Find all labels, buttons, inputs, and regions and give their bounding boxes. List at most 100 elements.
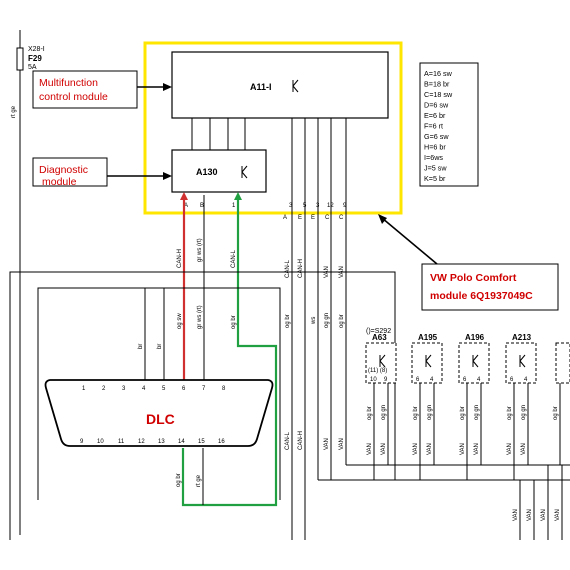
subnet-pin: 10 [370, 377, 377, 383]
legend-item: A=16 sw [424, 69, 453, 78]
svg-text:8: 8 [222, 386, 226, 392]
svg-text:1: 1 [82, 386, 86, 392]
svg-text:10: 10 [97, 439, 104, 445]
a11-a130-bus [191, 118, 246, 150]
subnet-pin: 4 [524, 377, 528, 383]
wire-label: og gn [474, 405, 480, 420]
subnet-module-label: A63 [372, 333, 387, 342]
svg-text:module 6Q1937049C: module 6Q1937049C [430, 290, 533, 302]
wire-label: VAN [413, 443, 419, 455]
subnet-pin: 4 [477, 377, 481, 383]
wire-label: VAN [527, 509, 533, 521]
callout-comfort-module: VW Polo Comfort module 6Q1937049C [378, 214, 559, 311]
svg-text:12: 12 [138, 439, 145, 445]
module-a11-label: A11-I [250, 82, 272, 92]
wire-label: VAN [367, 443, 373, 455]
svg-text:module: module [42, 176, 77, 188]
legend-item: B=18 br [424, 80, 450, 89]
subnet-pin: 9 [384, 377, 388, 383]
svg-text:4: 4 [142, 386, 146, 392]
harness-frame [37, 287, 281, 500]
subnet-pin: 6 [463, 377, 467, 383]
wire-label: og br [413, 406, 419, 420]
wire-label: og br [285, 314, 291, 328]
legend-item: J=5 sw [424, 164, 447, 173]
wire-label: og gn [381, 405, 387, 420]
a11-output-wires [291, 118, 347, 540]
module-a130-label: A130 [196, 167, 218, 177]
svg-text:A: A [283, 215, 287, 221]
wire-label: CAN-H [298, 431, 304, 450]
svg-text:3: 3 [289, 203, 293, 209]
wire-label: og gn [324, 313, 330, 328]
arrow-icon [378, 214, 387, 224]
comfort-module-highlight [143, 41, 403, 215]
wire-label: og br [507, 406, 513, 420]
wire-label: br [157, 344, 163, 349]
svg-text:C: C [339, 215, 344, 221]
svg-text:15: 15 [198, 439, 205, 445]
dlc-top-pins: 1 2 3 4 5 6 7 8 [82, 386, 226, 392]
legend-item: I=6ws [424, 153, 443, 162]
wire-label: VAN [541, 509, 547, 521]
svg-text:Multifunction: Multifunction [39, 77, 98, 89]
transistor-icon [241, 165, 248, 179]
wire-label: VAN [460, 443, 466, 455]
dlc-connector: DLC 1 2 3 4 5 6 7 8 9 10 11 12 13 14 15 … [44, 379, 274, 447]
subnet-module-label: A196 [465, 333, 485, 342]
subnet-ref: ()=S292 [366, 328, 391, 335]
wire-label: og br [367, 406, 373, 420]
callout-diagnostic: Diagnostic module [32, 157, 172, 188]
wire-label: og br [231, 315, 237, 329]
wire-label: og gn [427, 405, 433, 420]
svg-text:E: E [298, 215, 302, 221]
svg-text:5: 5 [162, 386, 166, 392]
wire-label: VAN [507, 443, 513, 455]
svg-text:16: 16 [218, 439, 225, 445]
wire-label: og br [176, 473, 182, 487]
arrow-icon [180, 192, 188, 200]
svg-text:2: 2 [102, 386, 106, 392]
svg-text:11: 11 [118, 439, 125, 445]
svg-text:14: 14 [178, 439, 185, 445]
wire-label: gr ws (rt) [197, 238, 203, 262]
fuse-wire-color: rt ge [11, 105, 17, 118]
subnet-pin: 4 [430, 377, 434, 383]
svg-text:9: 9 [80, 439, 84, 445]
subnet-pin: 6 [510, 377, 514, 383]
wire-label: gr ws (rt) [197, 305, 203, 329]
wire-label: br [138, 344, 144, 349]
svg-text:VW Polo Comfort: VW Polo Comfort [430, 272, 517, 284]
subnet-module-sub: (11) (8) [368, 368, 387, 374]
svg-text:9: 9 [343, 203, 347, 209]
wire-label: CAN-L [285, 431, 291, 450]
legend-item: C=18 sw [424, 90, 453, 99]
wire-label: VAN [521, 443, 527, 455]
can-l-wire [181, 196, 278, 507]
fuse-icon [16, 47, 24, 71]
legend-item: E=6 br [424, 111, 446, 120]
fuse-rating: 5A [28, 64, 37, 71]
wire-label: og br [553, 406, 559, 420]
fuse-f29: X28-I F29 5A rt ge [11, 30, 45, 535]
transistor-icon [292, 79, 299, 93]
legend-item: K=5 br [424, 174, 446, 183]
partial-module [555, 342, 570, 384]
wire-label: CAN-L [231, 249, 237, 268]
wire-label: VAN [474, 443, 480, 455]
legend-item: D=6 sw [424, 101, 449, 110]
svg-text:Diagnostic: Diagnostic [39, 164, 88, 176]
arrow-icon [234, 192, 242, 200]
svg-text:C: C [325, 215, 330, 221]
wire-label: og sw [177, 313, 183, 329]
a130-pin-1: 1 [232, 203, 236, 209]
wire-label: CAN-H [177, 249, 183, 268]
legend-item: F=6 rt [424, 122, 443, 131]
wire-label: CAN-H [298, 259, 304, 278]
fuse-id: F29 [28, 54, 42, 63]
